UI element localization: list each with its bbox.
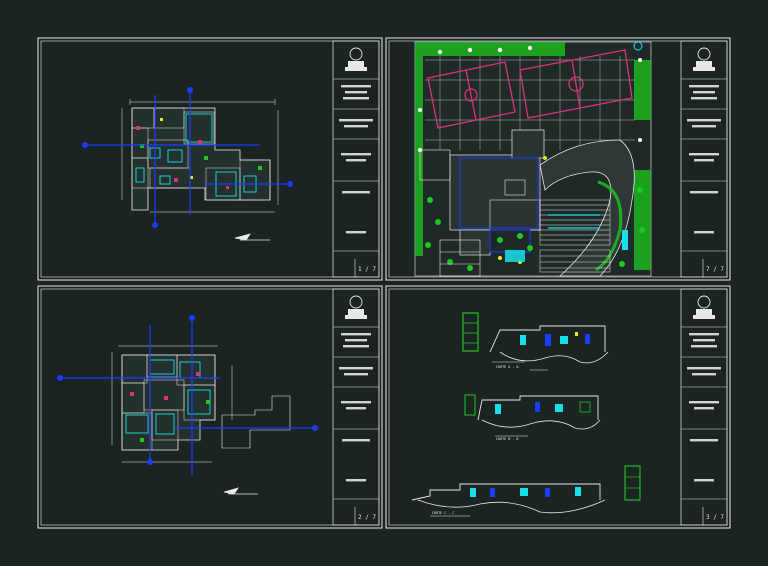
section-label-c: CORTE C - C	[432, 511, 454, 515]
site-plan	[414, 41, 652, 277]
university-emblem-icon	[345, 295, 367, 319]
sheet-number-label: 2 / 7	[358, 514, 376, 521]
title-blocks: 1 / 7 7 / 7 2 / 7 3 / 7	[332, 40, 728, 526]
university-emblem-icon	[693, 295, 715, 319]
sports-court-right	[519, 49, 633, 119]
university-emblem-icon	[693, 47, 715, 71]
section-a	[462, 312, 609, 371]
section-label-b: CORTE B - B	[496, 437, 518, 441]
section-c	[411, 465, 641, 517]
building-sections: CORTE A - A CORTE B - B CORTE C - C	[411, 312, 641, 517]
title-block-floor-plan-lower: 2 / 7	[332, 288, 380, 526]
sports-court-left	[427, 61, 516, 129]
section-b	[464, 394, 601, 437]
title-block-sections: 3 / 7	[680, 288, 728, 526]
title-block-floor-plan-upper: 1 / 7	[332, 40, 380, 278]
curved-garden	[539, 139, 635, 277]
sheet-number-label: 7 / 7	[706, 266, 724, 273]
section-label-a: CORTE A - A	[496, 365, 518, 369]
floor-plan-upper	[82, 87, 293, 241]
university-emblem-icon	[345, 47, 367, 71]
sheet-number-label: 3 / 7	[706, 514, 724, 521]
title-block-site-plan: 7 / 7	[680, 40, 728, 278]
floor-plan-lower	[57, 315, 318, 495]
sheet-number-label: 1 / 7	[358, 266, 376, 273]
